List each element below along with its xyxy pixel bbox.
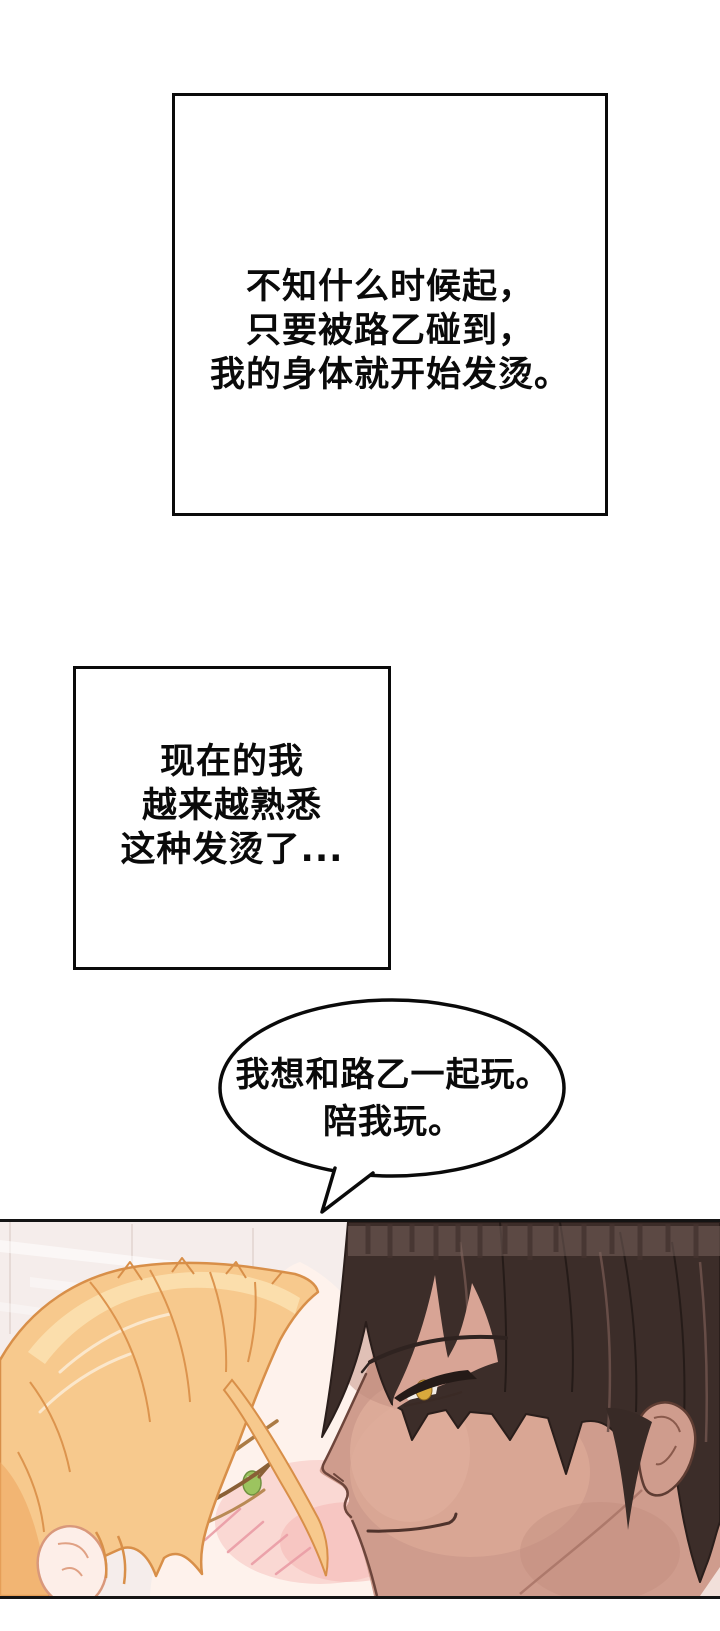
blonde-eye-lower-lash	[206, 1488, 266, 1524]
illustration	[0, 1222, 720, 1596]
dark-chin-outline	[350, 1519, 379, 1596]
narration-box-2: 现在的我 越来越熟悉 这种发烫了...	[73, 666, 391, 970]
speech-bubble-text: 我想和路乙一起玩。 陪我玩。	[215, 996, 571, 1146]
narration-box-1: 不知什么时候起， 只要被路乙碰到， 我的身体就开始发烫。	[172, 93, 608, 516]
illustration-panel	[0, 1219, 720, 1599]
dark-ear	[636, 1401, 697, 1497]
narration-line: 只要被路乙碰到，	[245, 310, 534, 351]
narration-line: 现在的我	[159, 742, 304, 782]
speech-bubble-tail	[320, 1166, 375, 1214]
dark-eye-upper-lash	[394, 1370, 477, 1402]
narration-line: 不知什么时候起，	[245, 266, 534, 307]
dark-hair-ear-strand	[606, 1407, 652, 1530]
speech-bubble-shape	[218, 998, 566, 1214]
narration-box-1-text: 不知什么时候起， 只要被路乙碰到， 我的身体就开始发烫。	[210, 265, 570, 397]
bubble-line: 陪我玩。	[323, 1102, 463, 1142]
narration-line: 越来越熟悉	[141, 786, 322, 826]
dark-eye-lower-lash	[403, 1391, 463, 1407]
dark-forehead-gap	[392, 1275, 498, 1410]
blonde-hair-highlight	[28, 1271, 300, 1364]
narration-line: 我的身体就开始发烫。	[209, 354, 570, 395]
dark-hair	[321, 1222, 720, 1583]
bubble-line: 我想和路乙一起玩。	[235, 1055, 551, 1095]
dark-eyebrow	[368, 1334, 508, 1364]
dark-eye-group	[360, 1334, 508, 1407]
blonde-hair	[0, 1257, 320, 1596]
dark-hair-sheen	[348, 1226, 720, 1256]
dark-mouth	[366, 1512, 458, 1533]
narration-line: 这种发烫了...	[120, 830, 344, 870]
dark-nose-profile	[321, 1372, 368, 1519]
speech-bubble: 我想和路乙一起玩。 陪我玩。	[215, 996, 571, 1222]
blonde-hair-strand	[222, 1378, 329, 1577]
narration-box-2-text: 现在的我 越来越熟悉 这种发烫了...	[121, 740, 344, 872]
